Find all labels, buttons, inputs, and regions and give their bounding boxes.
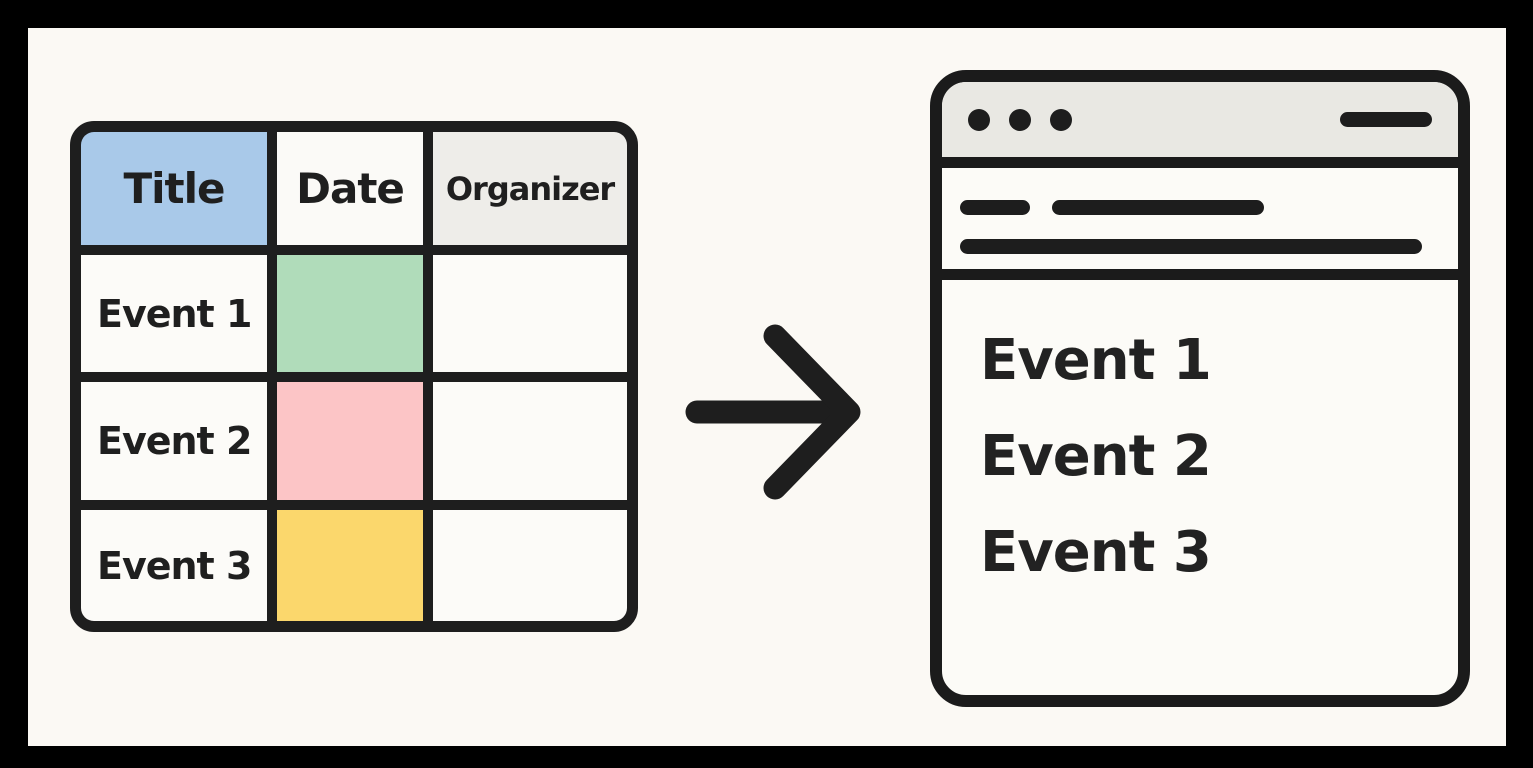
- table-row-date-cell-pink: [277, 382, 423, 500]
- event-list-item: Event 1: [980, 328, 1212, 393]
- event-title-label: Event 1: [97, 291, 252, 336]
- table-header-date: Date: [277, 132, 423, 245]
- placeholder-text-line-icon: [960, 239, 1422, 254]
- table-row-date-cell-green: [277, 255, 423, 372]
- table-row-title-cell: Event 3: [81, 510, 267, 621]
- placeholder-text-line-icon: [960, 200, 1030, 215]
- event-list-item: Event 3: [980, 520, 1212, 585]
- window-control-dots-icon: [968, 108, 1072, 131]
- browser-window: Event 1 Event 2 Event 3: [930, 70, 1470, 707]
- table-header-title: Title: [81, 132, 267, 245]
- table-row-date-cell-yellow: [277, 510, 423, 621]
- right-arrow-icon: [685, 320, 865, 500]
- toolbar-line-row: [960, 200, 1438, 215]
- table-header-organizer: Organizer: [433, 132, 627, 245]
- table-row-organizer-cell: [433, 382, 627, 500]
- placeholder-text-line-icon: [1052, 200, 1264, 215]
- header-title-label: Title: [123, 164, 225, 213]
- illustration-canvas: Title Date Organizer Event 1 Event 2 Eve…: [28, 28, 1506, 746]
- window-dot-icon: [968, 108, 990, 131]
- header-date-label: Date: [296, 164, 405, 213]
- browser-content: Event 1 Event 2 Event 3: [942, 280, 1458, 695]
- window-dot-icon: [1050, 108, 1072, 131]
- table-row-organizer-cell: [433, 255, 627, 372]
- event-list-item: Event 2: [980, 424, 1212, 489]
- toolbar-line-row: [960, 239, 1438, 254]
- table-row-organizer-cell: [433, 510, 627, 621]
- browser-toolbar: [942, 168, 1458, 280]
- event-title-label: Event 2: [97, 419, 252, 463]
- event-title-label: Event 3: [97, 543, 252, 588]
- table-row-title-cell: Event 1: [81, 255, 267, 372]
- menu-dash-icon: [1340, 112, 1432, 127]
- events-table: Title Date Organizer Event 1 Event 2 Eve…: [70, 121, 638, 632]
- table-row-title-cell: Event 2: [81, 382, 267, 500]
- header-organizer-label: Organizer: [445, 169, 615, 208]
- window-dot-icon: [1009, 108, 1031, 131]
- browser-titlebar: [942, 82, 1458, 168]
